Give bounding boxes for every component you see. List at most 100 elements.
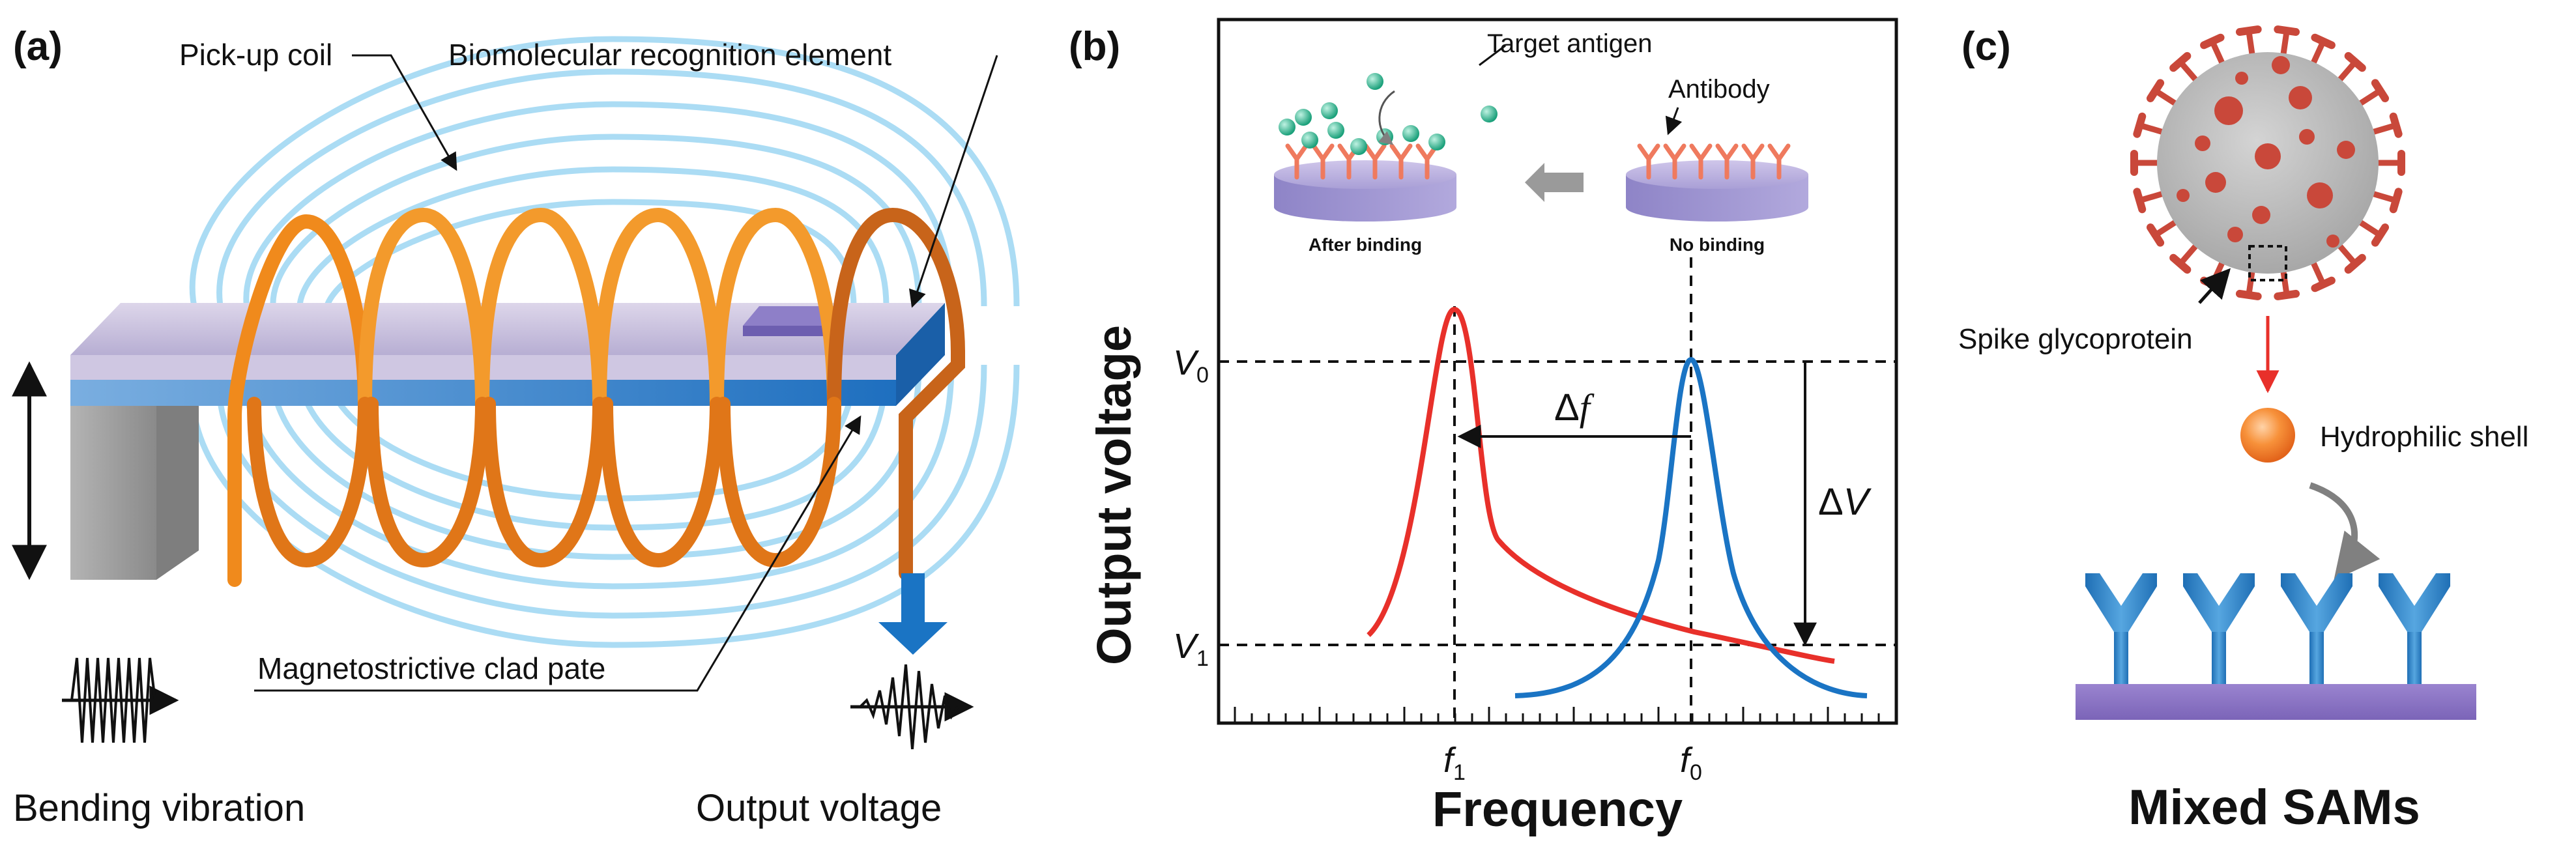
antigen bbox=[1327, 122, 1344, 139]
spike bbox=[2336, 242, 2366, 274]
antibody bbox=[1715, 143, 1739, 180]
surface-protein bbox=[2227, 227, 2243, 242]
antigen bbox=[1350, 138, 1367, 155]
surface-protein bbox=[2214, 96, 2243, 125]
no-binding-curve bbox=[1514, 356, 1868, 698]
after-binding-curve bbox=[1367, 307, 1835, 664]
antigen bbox=[1301, 132, 1318, 149]
surface-protein bbox=[2272, 56, 2290, 74]
antibody bbox=[1663, 143, 1686, 180]
binding-direction-arrow bbox=[1525, 163, 1584, 202]
pickup-coil-label: Pick-up coil bbox=[179, 38, 332, 72]
x-axis-ticks bbox=[1234, 707, 1880, 723]
antibody bbox=[1363, 143, 1387, 180]
output-voltage-label: Output voltage bbox=[696, 787, 942, 829]
guide-lines bbox=[1219, 257, 1896, 723]
antibody bbox=[1741, 143, 1765, 180]
recognition-element-front bbox=[743, 326, 831, 336]
antibodies-after bbox=[1285, 143, 1439, 180]
spike bbox=[2274, 268, 2300, 300]
delta-v-label: ΔV bbox=[1818, 481, 1872, 523]
antibody bbox=[1285, 143, 1309, 180]
surface-protein bbox=[2337, 141, 2355, 159]
panel-b-label: (b) bbox=[1069, 24, 1120, 69]
antigen bbox=[1321, 102, 1338, 119]
recognition-element-label: Biomolecular recognition element bbox=[448, 38, 891, 72]
sam-antibody bbox=[2281, 573, 2352, 684]
pickup-coil bbox=[227, 207, 965, 587]
leader-lines-a bbox=[254, 54, 998, 692]
spike bbox=[2146, 218, 2179, 247]
antibodies-no-binding bbox=[1637, 143, 1791, 180]
sam-antibody bbox=[2379, 573, 2450, 684]
y-axis-label: Output voltage bbox=[1087, 325, 1141, 665]
spike bbox=[2200, 33, 2226, 66]
panel-a: (a) bbox=[12, 24, 1020, 829]
surface-protein bbox=[2299, 129, 2315, 145]
output-arrow bbox=[878, 573, 948, 655]
panel-c: (c) Spike glycoprotein Hydrophilic shell… bbox=[1958, 24, 2528, 835]
clad-plate-end bbox=[896, 303, 945, 406]
spike bbox=[2169, 242, 2200, 274]
panel-c-label: (c) bbox=[1961, 24, 2011, 69]
spike bbox=[2375, 150, 2405, 176]
virus-spikes bbox=[2130, 25, 2405, 300]
antibody bbox=[1311, 143, 1335, 180]
sam-antibodies bbox=[2085, 573, 2450, 684]
antigen bbox=[1402, 125, 1419, 142]
spike bbox=[2235, 25, 2262, 57]
surface-protein bbox=[2326, 235, 2339, 248]
no-binding-label: No binding bbox=[1670, 235, 1765, 255]
spike bbox=[2309, 33, 2336, 66]
clamp-block-side bbox=[156, 375, 199, 580]
sam-substrate bbox=[2076, 684, 2476, 720]
delta-f-label: Δf bbox=[1554, 386, 1595, 429]
f0-tick-label: f0 bbox=[1680, 741, 1702, 785]
spike-leader bbox=[2198, 268, 2231, 304]
hydrophilic-shell-label: Hydrophilic shell bbox=[2320, 421, 2528, 453]
antigen bbox=[1279, 119, 1295, 136]
antigen bbox=[1367, 73, 1383, 90]
hydrophilic-shell bbox=[2240, 408, 2295, 463]
antibody bbox=[1389, 143, 1413, 180]
after-binding-label: After binding bbox=[1309, 235, 1422, 255]
panel-a-label: (a) bbox=[13, 24, 63, 69]
spike bbox=[2146, 79, 2179, 107]
mixed-sams-label: Mixed SAMs bbox=[2128, 780, 2420, 835]
surface-protein bbox=[2177, 189, 2190, 202]
surface-protein bbox=[2235, 72, 2248, 85]
shell-to-sams-arrow bbox=[2309, 482, 2381, 580]
x-axis-label: Frequency bbox=[1432, 782, 1683, 837]
after-binding-disc bbox=[1274, 143, 1456, 221]
bending-waveform bbox=[62, 657, 179, 743]
plot-frame bbox=[1217, 18, 1898, 725]
spike bbox=[2169, 51, 2200, 84]
spike bbox=[2200, 259, 2226, 292]
virus-surface-proteins bbox=[2177, 56, 2355, 248]
antigen-binding-arrow bbox=[1378, 90, 1395, 145]
surface-protein bbox=[2289, 86, 2312, 109]
panel-b: (b) Δf ΔV Output voltage Frequency V0 V1… bbox=[1069, 18, 1898, 837]
v1-tick-label: V1 bbox=[1173, 627, 1209, 671]
spike bbox=[2309, 259, 2336, 292]
antibody bbox=[1767, 143, 1791, 180]
antibody bbox=[1689, 143, 1713, 180]
spike bbox=[2370, 188, 2403, 214]
target-antigens bbox=[1279, 73, 1498, 155]
sam-antibody bbox=[2183, 573, 2255, 684]
spike bbox=[2235, 268, 2262, 300]
spike bbox=[2274, 25, 2300, 57]
spike bbox=[2356, 79, 2390, 107]
surface-protein bbox=[2252, 206, 2270, 224]
antibody-leader bbox=[1665, 107, 1683, 136]
antigen bbox=[1295, 109, 1312, 126]
bending-vibration-label: Bending vibration bbox=[13, 787, 305, 829]
spike bbox=[2133, 188, 2165, 214]
surface-protein bbox=[2307, 182, 2333, 208]
target-antigen-leader bbox=[1479, 44, 1506, 66]
virus-particle bbox=[2130, 25, 2405, 300]
antibody-label: Antibody bbox=[1668, 75, 1770, 104]
surface-protein bbox=[2205, 172, 2226, 193]
clad-plate-label: Magnetostrictive clad pate bbox=[257, 651, 605, 685]
